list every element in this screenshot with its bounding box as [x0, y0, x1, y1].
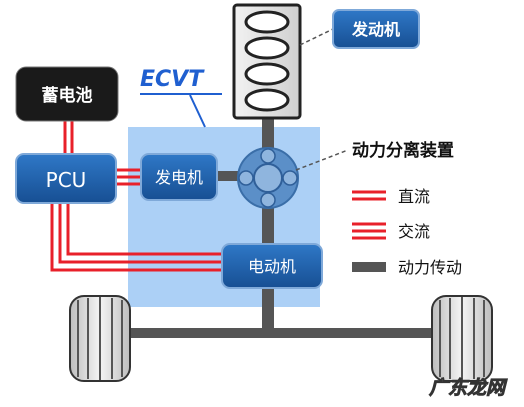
pcu-box: PCU [15, 153, 117, 204]
power-split-label: 动力分离装置 [352, 140, 454, 161]
power-split-device [237, 147, 299, 209]
legend: 直流 交流 动力传动 [352, 187, 462, 277]
battery-pcu-wires [63, 121, 74, 155]
right-wheel [431, 295, 493, 382]
legend-label-dc: 直流 [398, 187, 430, 206]
pcu-label: PCU [46, 168, 87, 192]
power-split-callout-line [295, 149, 349, 171]
engine-label-box: 发动机 [332, 9, 420, 49]
left-wheel [69, 295, 131, 382]
battery-box: 蓄电池 [15, 66, 119, 122]
motor-label: 电动机 [248, 257, 296, 276]
generator-label: 发电机 [155, 168, 203, 187]
legend-label-ac: 交流 [398, 222, 430, 241]
legend-item-drive: 动力传动 [352, 258, 462, 277]
ecvt-callout-line [189, 94, 206, 128]
ecvt-label: ECVT [140, 67, 205, 92]
pcu-motor-wires [50, 202, 222, 272]
generator-box: 发电机 [140, 153, 218, 201]
legend-item-dc: 直流 [352, 187, 430, 206]
pcu-generator-wires [116, 168, 141, 186]
battery-label: 蓄电池 [42, 85, 93, 106]
engine-label: 发动机 [351, 20, 400, 39]
watermark: 广东龙网 [428, 377, 508, 399]
legend-item-ac: 交流 [352, 222, 430, 241]
motor-box: 电动机 [221, 243, 323, 289]
legend-label-drive: 动力传动 [398, 258, 462, 277]
engine-block [232, 3, 302, 120]
engine-callout-line [299, 28, 334, 46]
